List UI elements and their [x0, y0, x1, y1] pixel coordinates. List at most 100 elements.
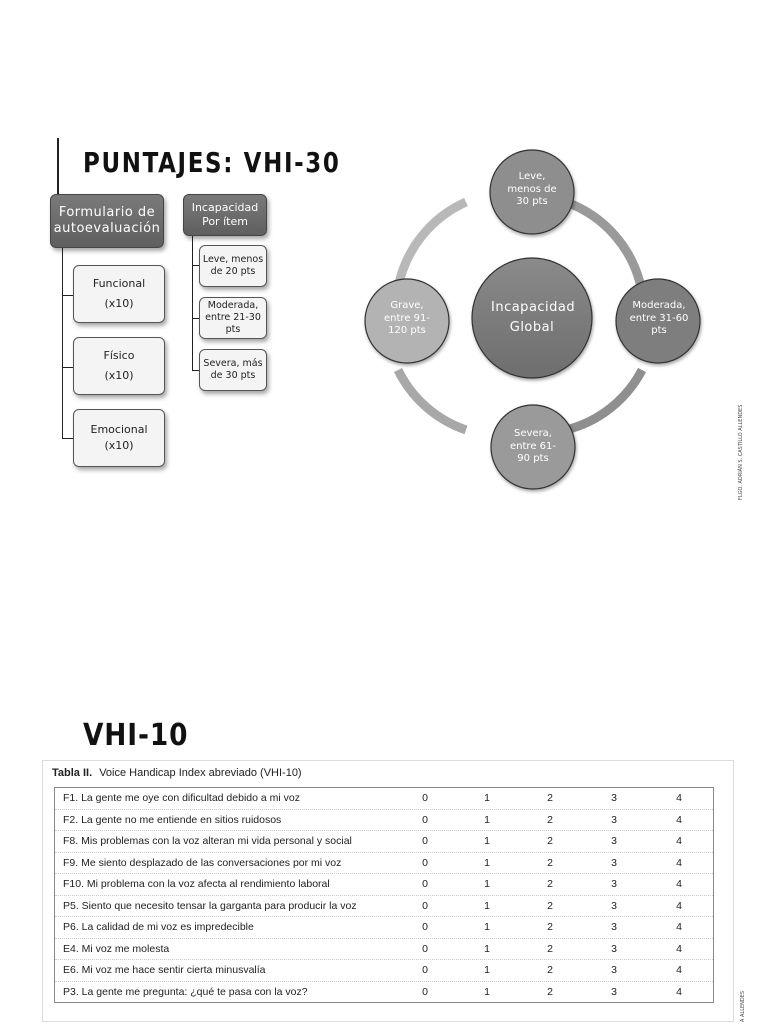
cycle-center-label: Incapacidad Global: [482, 288, 582, 348]
form-box-label: Formulario de autoevaluación: [53, 204, 161, 236]
scale-value: 2: [547, 985, 553, 998]
cycle-center-circle: [471, 257, 593, 379]
table-row: F8. Mis problemas con la voz alteran mi …: [55, 831, 713, 853]
category-name: Funcional: [92, 277, 146, 291]
item-level-severa: Severa, más de 30 pts: [199, 349, 267, 391]
cycle-top-label: Leve, menos de 30 pts: [500, 164, 564, 216]
scale-value: 4: [676, 964, 682, 976]
scale-value: 1: [484, 878, 490, 890]
question-text: P5. Siento que necesito tensar la gargan…: [63, 899, 357, 912]
scale-value: 3: [611, 964, 617, 976]
scale-value: 0: [422, 899, 428, 912]
question-text: P3. La gente me pregunta: ¿qué te pasa c…: [63, 985, 308, 998]
cycle-arc-right-bottom: [564, 367, 646, 435]
table-row: F1. La gente me oye con dificultad debid…: [55, 788, 713, 810]
slide1-credit: FLGO. ADRIÁN S. CASTILLO ALLENDES: [738, 404, 744, 500]
cycle-arc-top-right: [564, 197, 647, 293]
tree-connector-vertical: [62, 248, 63, 438]
cycle-arc-left-top: [393, 197, 468, 289]
question-text: F8. Mis problemas con la voz alteran mi …: [63, 835, 352, 847]
scale-value: 3: [611, 899, 617, 912]
table-container: [42, 760, 734, 1022]
table-label: Tabla II.: [52, 767, 93, 779]
scale-value: 3: [611, 835, 617, 847]
scale-value: 1: [484, 835, 490, 847]
category-multiplier: (x10): [104, 297, 134, 310]
scale-value: 3: [611, 792, 617, 804]
scale-value: 1: [484, 985, 490, 998]
scale-value: 4: [676, 792, 682, 804]
scale-value: 3: [611, 942, 617, 955]
question-text: F9. Me siento desplazado de las conversa…: [63, 856, 342, 869]
item-connector-3: [192, 370, 199, 371]
scale-value: 2: [547, 964, 553, 976]
scale-value: 0: [422, 942, 428, 955]
item-connector-vertical: [192, 236, 193, 370]
scale-value: 1: [484, 792, 490, 804]
table-row: F2. La gente no me entiende en sitios ru…: [55, 810, 713, 831]
scale-value: 3: [611, 921, 617, 933]
scale-value: 3: [611, 985, 617, 998]
table-row: P6. La calidad de mi voz es impredecible…: [55, 917, 713, 939]
table-row: F10. Mi problema con la voz afecta al re…: [55, 874, 713, 896]
scale-value: 0: [422, 878, 428, 890]
cycle-node-text: Severa, entre 61-90 pts: [510, 428, 556, 465]
title-accent-bar: [57, 138, 59, 210]
table-row: F9. Me siento desplazado de las conversa…: [55, 853, 713, 874]
form-box: Formulario de autoevaluación: [50, 194, 164, 248]
scale-value: 2: [547, 813, 553, 826]
table-caption-text: Voice Handicap Index abreviado (VHI-10): [99, 767, 302, 779]
cycle-node-text: Leve, menos de 30 pts: [507, 171, 557, 208]
scale-value: 2: [547, 878, 553, 890]
scale-value: 0: [422, 856, 428, 869]
cycle-node-left: [364, 278, 450, 364]
cycle-node-text: Moderada, entre 31-60 pts: [629, 300, 689, 337]
category-fisico: Físico (x10): [73, 337, 165, 395]
item-level-moderada: Moderada, entre 21-30 pts: [199, 297, 267, 339]
scale-value: 0: [422, 813, 428, 826]
scale-value: 2: [547, 856, 553, 869]
scale-value: 1: [484, 921, 490, 933]
question-text: E6. Mi voz me hace sentir cierta minusva…: [63, 964, 266, 976]
category-funcional: Funcional (x10): [73, 265, 165, 323]
item-box: Incapacidad Por ítem: [183, 194, 267, 236]
scale-value: 1: [484, 899, 490, 912]
table-row: P3. La gente me pregunta: ¿qué te pasa c…: [55, 982, 713, 1004]
scale-value: 4: [676, 856, 682, 869]
question-text: F1. La gente me oye con dificultad debid…: [63, 792, 300, 804]
scale-value: 4: [676, 942, 682, 955]
scale-value: 4: [676, 813, 682, 826]
scale-value: 0: [422, 964, 428, 976]
vhi10-table: F1. La gente me oye con dificultad debid…: [54, 787, 714, 1003]
tree-connector-3: [62, 438, 73, 439]
scale-value: 2: [547, 921, 553, 933]
table-row: P5. Siento que necesito tensar la gargan…: [55, 896, 713, 917]
table-row: E6. Mi voz me hace sentir cierta minusva…: [55, 960, 713, 982]
scale-value: 3: [611, 878, 617, 890]
question-text: P6. La calidad de mi voz es impredecible: [63, 921, 254, 933]
scale-value: 0: [422, 985, 428, 998]
table-caption: Tabla II. Voice Handicap Index abreviado…: [52, 767, 302, 779]
cycle-right-label: Moderada, entre 31-60 pts: [625, 293, 693, 345]
cycle-node-bottom: [490, 404, 576, 490]
scale-value: 4: [676, 921, 682, 933]
item-connector-2: [192, 318, 199, 319]
scale-value: 0: [422, 792, 428, 804]
slide1-title: PUNTAJES: VHI-30: [83, 146, 341, 179]
cycle-node-text: Grave, entre 91-120 pts: [384, 300, 430, 337]
cycle-bottom-label: Severa, entre 61-90 pts: [501, 421, 565, 473]
scale-value: 4: [676, 878, 682, 890]
scale-value: 3: [611, 813, 617, 826]
category-multiplier: (x10): [104, 369, 134, 382]
scale-value: 2: [547, 835, 553, 847]
scale-value: 1: [484, 964, 490, 976]
scale-value: 4: [676, 835, 682, 847]
scale-value: 2: [547, 792, 553, 804]
scale-value: 4: [676, 985, 682, 998]
question-text: F10. Mi problema con la voz afecta al re…: [63, 878, 330, 890]
question-text: E4. Mi voz me molesta: [63, 942, 170, 955]
item-level-label: Leve, menos de 20 pts: [202, 254, 264, 277]
question-text: F2. La gente no me entiende en sitios ru…: [63, 813, 282, 826]
item-level-leve: Leve, menos de 20 pts: [199, 245, 267, 287]
